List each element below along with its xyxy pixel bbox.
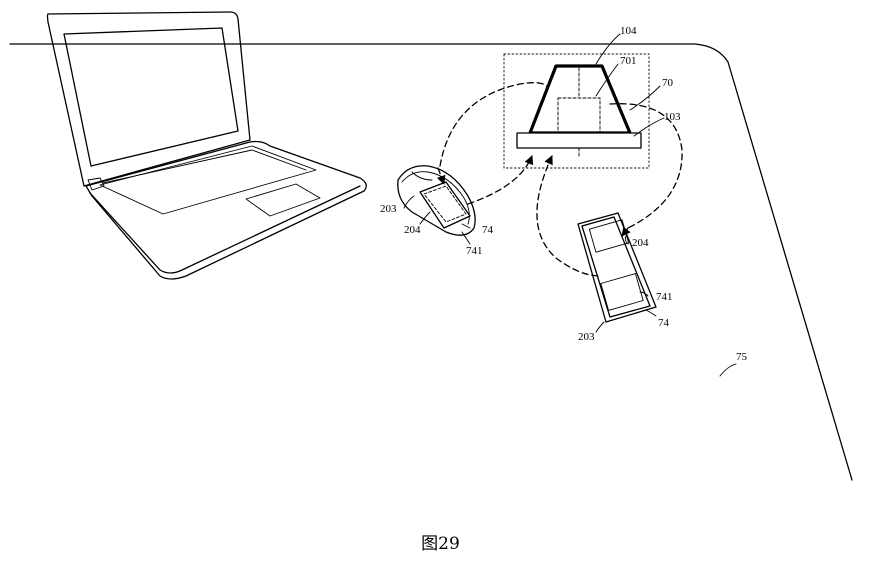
desk-surface [9,43,853,481]
reference-labels: 104 701 70 103 203 204 74 741 204 741 74… [380,25,748,363]
charging-station [503,53,650,169]
label-74-mouse: 74 [482,224,494,236]
laptop [46,11,367,280]
label-741-mouse: 741 [466,245,483,257]
label-70: 70 [662,77,674,89]
label-741-device: 741 [656,291,673,303]
label-75: 75 [736,351,748,363]
label-203-device: 203 [578,331,595,343]
label-103: 103 [664,111,681,123]
figure-caption: 图29 [421,534,460,554]
label-203-mouse: 203 [380,203,397,215]
label-74-device: 74 [658,317,670,329]
leader-lines [403,33,737,377]
label-701: 701 [620,55,637,67]
charging-device [577,212,657,323]
label-204-device: 204 [632,237,649,249]
label-204-mouse: 204 [404,224,421,236]
mouse [397,165,476,236]
label-104: 104 [620,25,637,37]
transfer-paths [436,82,683,277]
